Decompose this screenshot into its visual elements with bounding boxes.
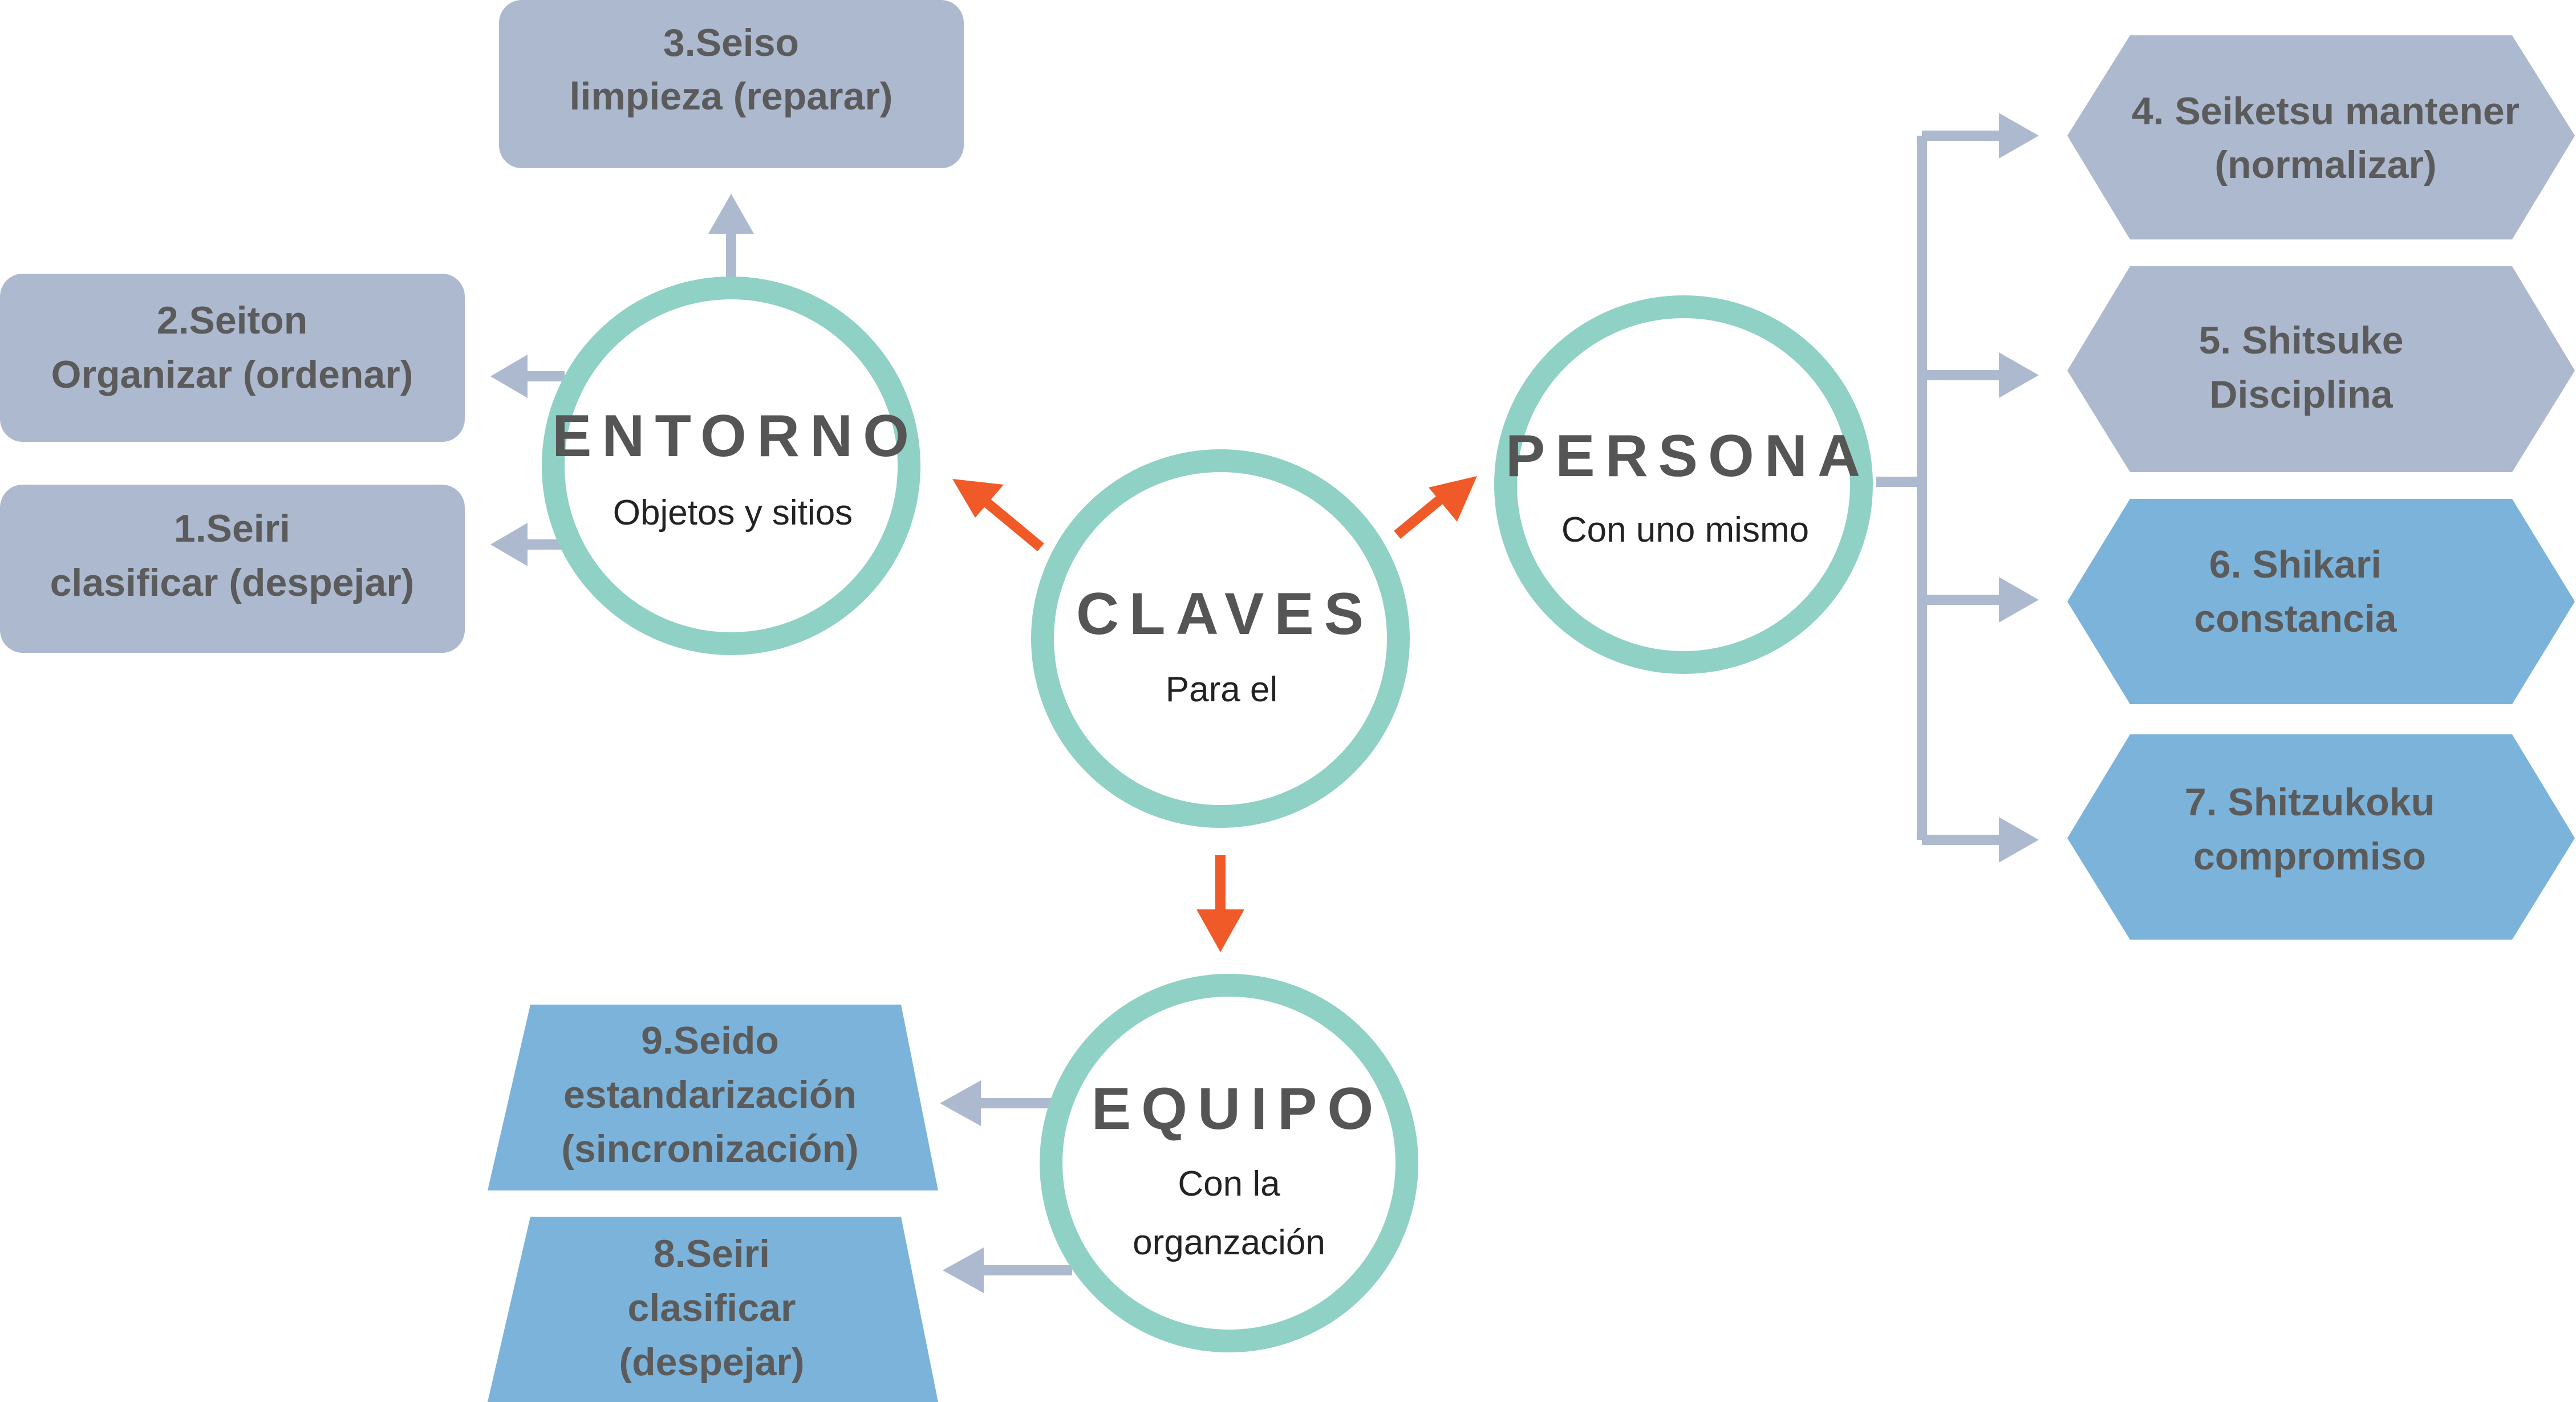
arrow-right-icon xyxy=(1999,352,2039,398)
shikari-line-1: 6. Shikari xyxy=(2209,543,2382,586)
persona-item-shitzukoku: 7. Shitzukoku compromiso xyxy=(2067,734,2575,940)
claves-subtitle: Para el xyxy=(1166,670,1277,709)
arrow-left-icon xyxy=(940,1080,981,1126)
seiso-line-1: 3.Seiso xyxy=(663,21,799,64)
equipo-subtitle-line-1: Con la xyxy=(1178,1164,1280,1204)
seiso-box xyxy=(499,0,964,168)
arrow-up-icon xyxy=(708,194,754,234)
persona-subtitle: Con uno mismo xyxy=(1561,510,1809,550)
seiton-box xyxy=(0,274,465,442)
seido-line-3: (sincronización) xyxy=(561,1127,858,1171)
entorno-ring xyxy=(542,277,920,655)
entorno-item-seiton: 2.Seiton Organizar (ordenar) xyxy=(0,274,465,442)
persona-item-shitsuke: 5. Shitsuke Disciplina xyxy=(2067,266,2575,472)
seiri-team-line-3: (despejar) xyxy=(619,1340,805,1384)
circle-entorno: ENTORNO Objetos y sitios xyxy=(542,277,920,655)
shitzukoku-line-2: compromiso xyxy=(2193,835,2426,878)
seiso-line-2: limpieza (reparar) xyxy=(570,75,893,118)
arrow-left-icon xyxy=(943,1247,984,1293)
seiri-trapezoid xyxy=(488,1217,938,1402)
persona-title: PERSONA xyxy=(1506,423,1871,489)
shitsuke-line-2: Disciplina xyxy=(2209,373,2393,416)
shitsuke-line-1: 5. Shitsuke xyxy=(2198,319,2403,362)
claves-ring xyxy=(1031,449,1410,828)
equipo-item-seido: 9.Seido estandarización (sincronización) xyxy=(488,1005,938,1190)
seiri-line-1: 1.Seiri xyxy=(174,507,290,550)
persona-item-shikari: 6. Shikari constancia xyxy=(2067,499,2575,704)
seiri-team-line-2: clasificar xyxy=(628,1286,796,1330)
circle-equipo: EQUIPO Con la organzación xyxy=(1040,974,1418,1352)
equipo-title: EQUIPO xyxy=(1092,1076,1384,1142)
seiton-line-2: Organizar (ordenar) xyxy=(51,353,413,396)
arrow-right-icon xyxy=(1999,577,2039,623)
arrow-left-icon xyxy=(490,523,528,566)
entorno-arrows xyxy=(490,194,754,566)
seiketsu-line-1: 4. Seiketsu mantener xyxy=(2132,90,2520,133)
seiton-line-1: 2.Seiton xyxy=(157,299,308,342)
seiri-line-2: clasificar (despejar) xyxy=(50,561,415,604)
claves-arrows xyxy=(952,476,1477,952)
shitzukoku-line-1: 7. Shitzukoku xyxy=(2185,781,2435,824)
seiri-team-line-1: 8.Seiri xyxy=(654,1232,770,1275)
seiri-box xyxy=(0,485,465,653)
claves-title: CLAVES xyxy=(1076,581,1374,647)
seiketsu-line-2: (normalizar) xyxy=(2214,143,2436,186)
persona-ring xyxy=(1494,295,1873,674)
persona-item-seiketsu: 4. Seiketsu mantener (normalizar) xyxy=(2067,35,2575,239)
shikari-hexagon xyxy=(2067,499,2575,704)
shikari-line-2: constancia xyxy=(2194,597,2397,640)
circle-claves: CLAVES Para el xyxy=(1031,449,1410,828)
equipo-arrows xyxy=(940,1080,1072,1293)
arrow-down-icon xyxy=(1196,909,1244,952)
arrow-right-icon xyxy=(1999,817,2039,863)
entorno-item-seiri: 1.Seiri clasificar (despejar) xyxy=(0,485,465,653)
equipo-ring xyxy=(1040,974,1418,1352)
shitsuke-hexagon xyxy=(2067,266,2575,472)
seido-line-2: estandarización xyxy=(563,1073,857,1116)
shitzukoku-hexagon xyxy=(2067,734,2575,940)
equipo-item-seiri: 8.Seiri clasificar (despejar) xyxy=(488,1217,938,1402)
arrow-up-left-icon xyxy=(952,479,1004,518)
entorno-item-seiso: 3.Seiso limpieza (reparar) xyxy=(499,0,964,168)
seido-trapezoid xyxy=(488,1005,938,1190)
entorno-subtitle: Objetos y sitios xyxy=(613,493,853,533)
seido-line-1: 9.Seido xyxy=(641,1019,779,1062)
arrow-left-icon xyxy=(490,355,528,398)
persona-connector xyxy=(1876,113,2039,863)
arrow-up-right-icon xyxy=(1429,476,1477,522)
entorno-title: ENTORNO xyxy=(552,403,919,469)
arrow-right-icon xyxy=(1999,113,2039,159)
seiketsu-hexagon xyxy=(2067,35,2575,239)
circle-persona: PERSONA Con uno mismo xyxy=(1494,295,1873,674)
equipo-subtitle-line-2: organzación xyxy=(1133,1223,1325,1262)
